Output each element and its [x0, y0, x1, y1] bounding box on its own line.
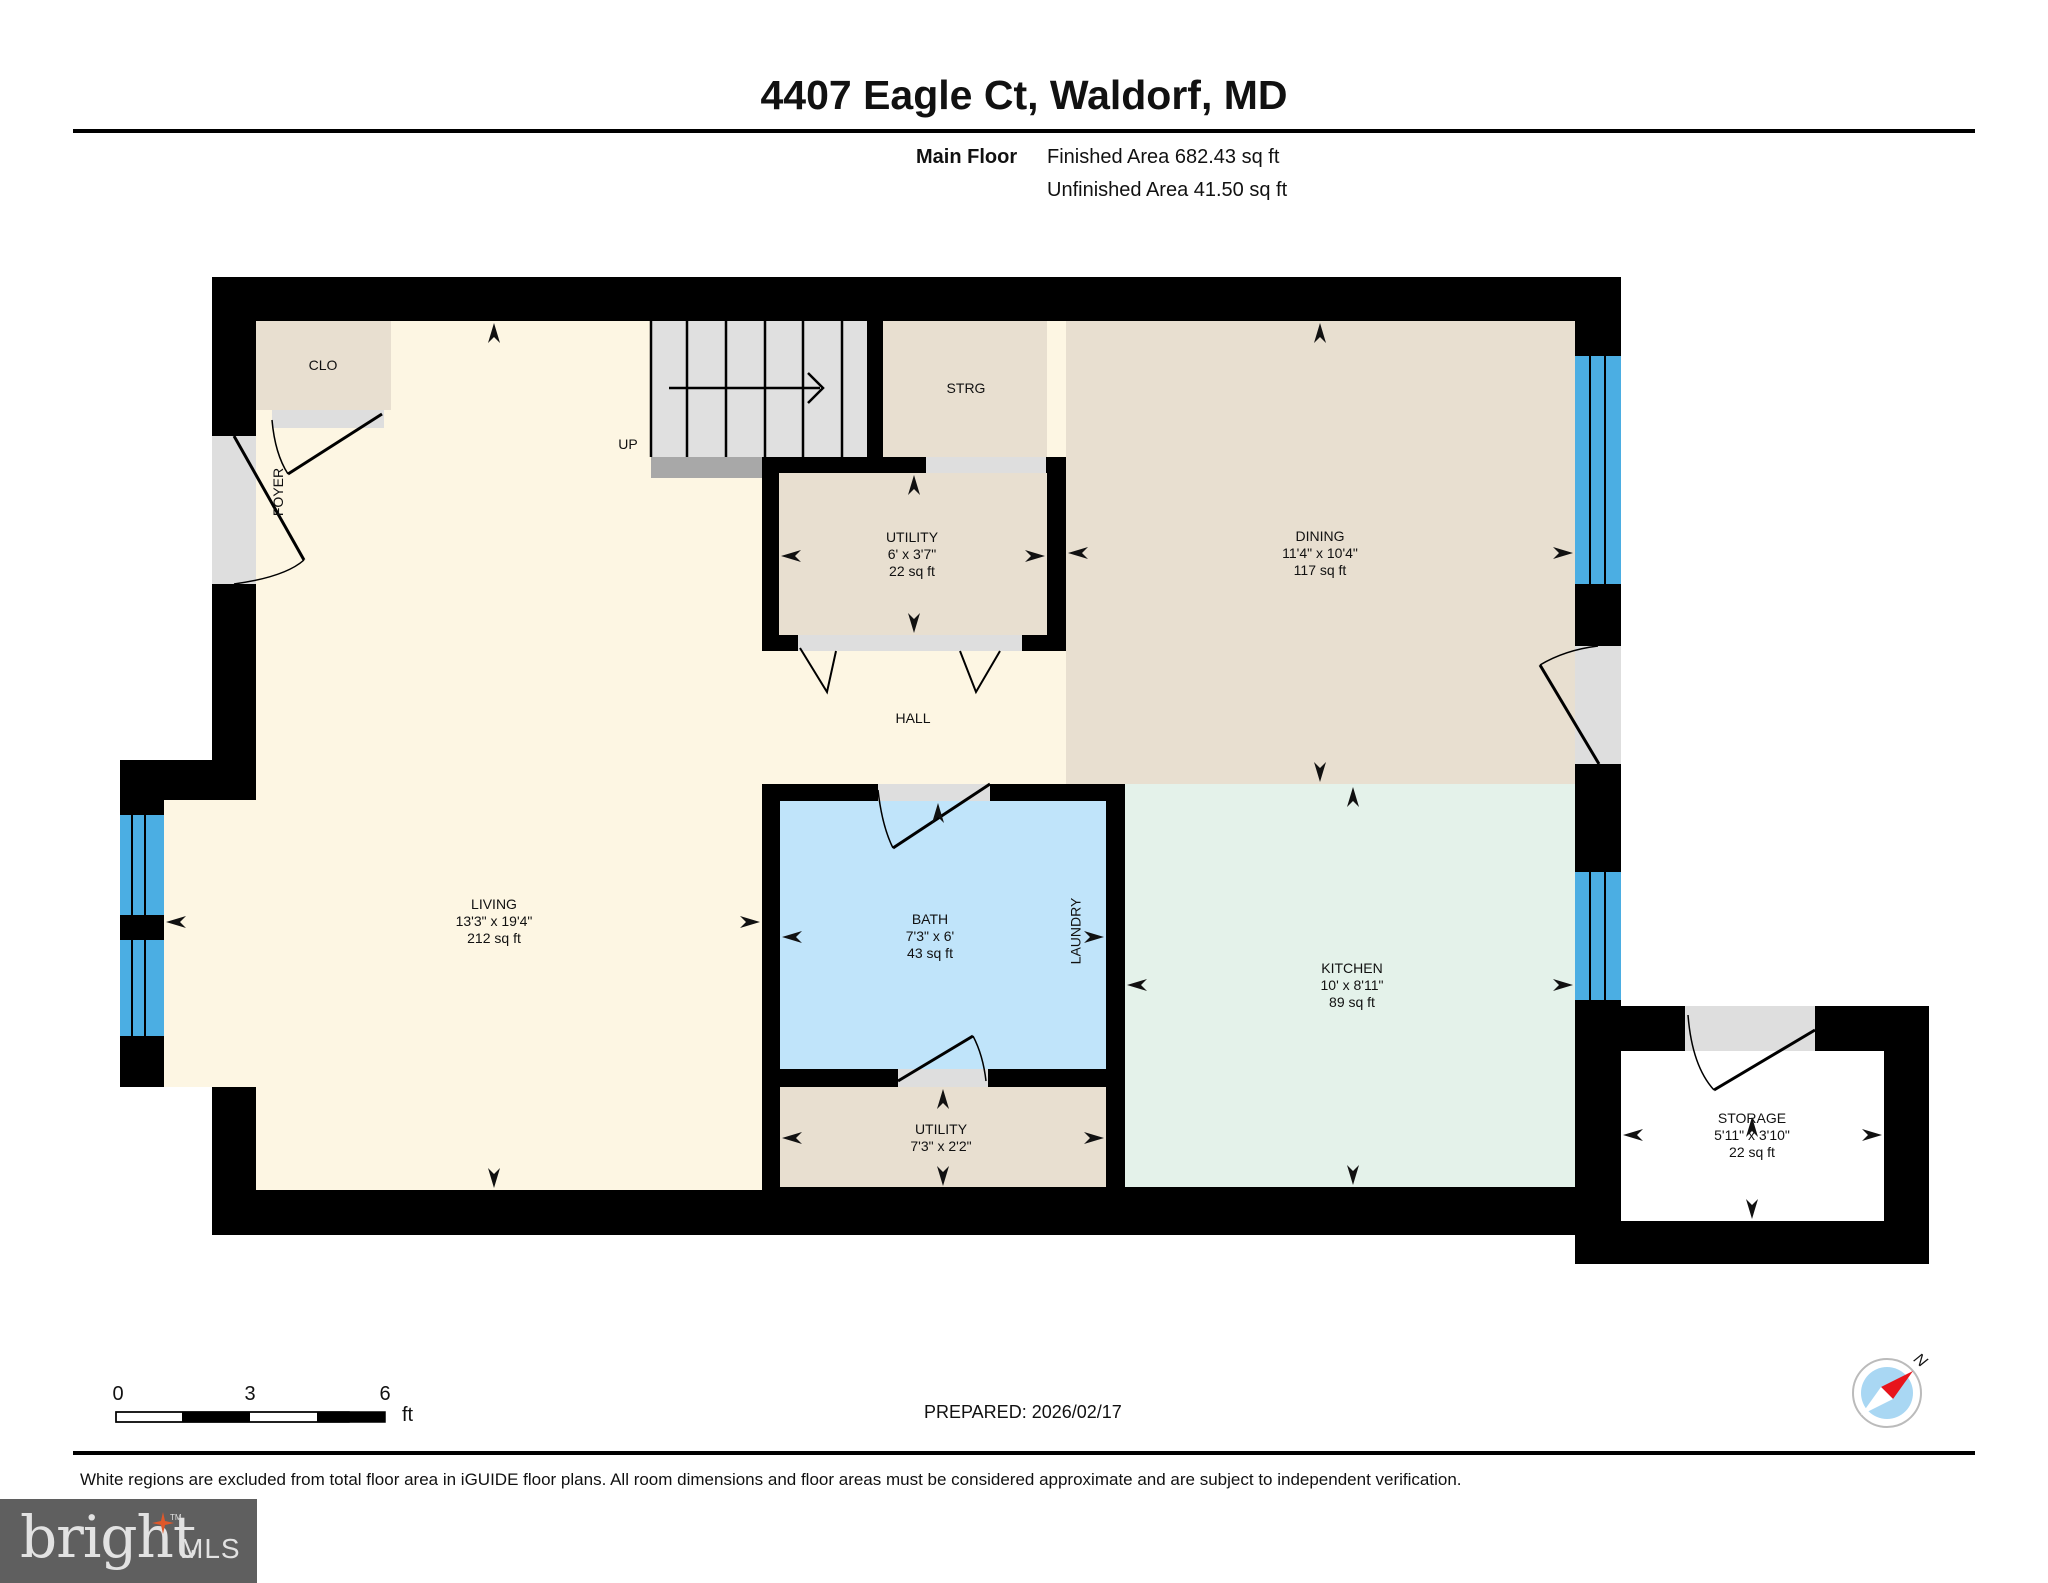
room-name: UTILITY [885, 529, 939, 545]
utility1-top-opening [926, 457, 1046, 473]
room-name: DINING [1295, 528, 1345, 544]
label-up: UP [618, 436, 638, 452]
room-utility-2: UTILITY 7'3" x 2'2" [910, 1121, 971, 1155]
scale-tick-3: 3 [244, 1383, 256, 1405]
room-strg: STRG [946, 380, 986, 396]
room-area: 89 sq ft [1329, 994, 1375, 1010]
bifold-doors [799, 647, 1001, 695]
room-name: UTILITY [914, 1121, 968, 1137]
strg-floor [883, 321, 1047, 457]
prepared-date: PREPARED: 2026/02/17 [924, 1402, 1122, 1422]
room-dims: 13'3" x 19'4" [455, 913, 533, 929]
windows [120, 356, 1621, 1036]
finished-area: Finished Area 682.43 sq ft [1047, 146, 1280, 168]
dimension-arrows [166, 323, 1882, 1219]
scale-tick-6: 6 [379, 1383, 391, 1405]
logo-brand: bright [20, 1503, 196, 1571]
room-dims: 5'11" x 3'10" [1714, 1127, 1790, 1143]
disclaimer: White regions are excluded from total fl… [80, 1470, 1462, 1489]
logo-suffix: MLS [180, 1533, 241, 1564]
room-dims: 7'3" x 6' [905, 928, 955, 944]
room-dims: 7'3" x 2'2" [910, 1138, 972, 1154]
utility1-floor [779, 473, 1047, 635]
room-dims: 10' x 8'11" [1320, 977, 1384, 993]
scale-tick-0: 0 [112, 1383, 124, 1405]
page-title: 4407 Eagle Ct, Waldorf, MD [760, 72, 1288, 118]
bath-floor [780, 801, 1106, 1069]
stair-landing [651, 457, 764, 478]
room-area: 117 sq ft [1293, 562, 1347, 578]
foyer-door-opening [212, 436, 256, 584]
bright-mls-logo [0, 1499, 257, 1583]
room-name: STORAGE [1717, 1110, 1787, 1126]
closet-floor [256, 321, 391, 410]
room-area: 22 sq ft [1729, 1144, 1775, 1160]
room-living: LIVING 13'3" x 19'4" 212 sq ft [456, 896, 533, 947]
room-foyer: FOYER [270, 467, 287, 517]
unfinished-area: Unfinished Area 41.50 sq ft [1047, 179, 1288, 201]
room-name: KITCHEN [1321, 960, 1383, 976]
dining-floor [1066, 321, 1575, 784]
bath-top-opening [878, 784, 990, 801]
storage-floor [1621, 1051, 1884, 1221]
bath-bottom-opening [898, 1069, 988, 1087]
room-name: BATH [911, 911, 949, 927]
logo-star-icon [152, 1512, 174, 1534]
compass-icon [1852, 1358, 1922, 1428]
room-bath: BATH 7'3" x 6' 43 sq ft [906, 911, 954, 962]
logo-tm: TM [170, 1513, 182, 1522]
kitchen-floor [1125, 784, 1575, 1187]
room-name: LIVING [471, 896, 517, 912]
scale-bar [115, 1411, 386, 1423]
room-laundry: LAUNDRY [1067, 897, 1084, 965]
utility1-bottom-opening [798, 635, 1022, 651]
room-kitchen: KITCHEN 10' x 8'11" 89 sq ft [1321, 960, 1384, 1011]
utility2-floor [780, 1087, 1106, 1187]
room-name: CLO [308, 357, 338, 373]
room-hall: HALL [895, 710, 931, 726]
room-area: 22 sq ft [889, 563, 935, 579]
storage-door-opening [1685, 1006, 1815, 1051]
room-area: 212 sq ft [467, 930, 521, 946]
room-dims: 6' x 3'7" [887, 546, 937, 562]
room-dining: DINING 11'4" x 10'4" 117 sq ft [1282, 528, 1358, 579]
room-utility-1: UTILITY 6' x 3'7" 22 sq ft [886, 529, 938, 580]
room-area: 43 sq ft [907, 945, 953, 961]
room-storage: STORAGE 5'11" x 3'10" 22 sq ft [1714, 1110, 1790, 1161]
floor-name: Main Floor [916, 146, 1018, 168]
scale-unit: ft [402, 1404, 414, 1426]
header-divider [73, 129, 1975, 133]
room-dims: 11'4" x 10'4" [1282, 545, 1358, 561]
room-clo: CLO [309, 357, 338, 374]
dining-door-opening [1575, 646, 1621, 764]
closet-door-opening [272, 410, 384, 428]
